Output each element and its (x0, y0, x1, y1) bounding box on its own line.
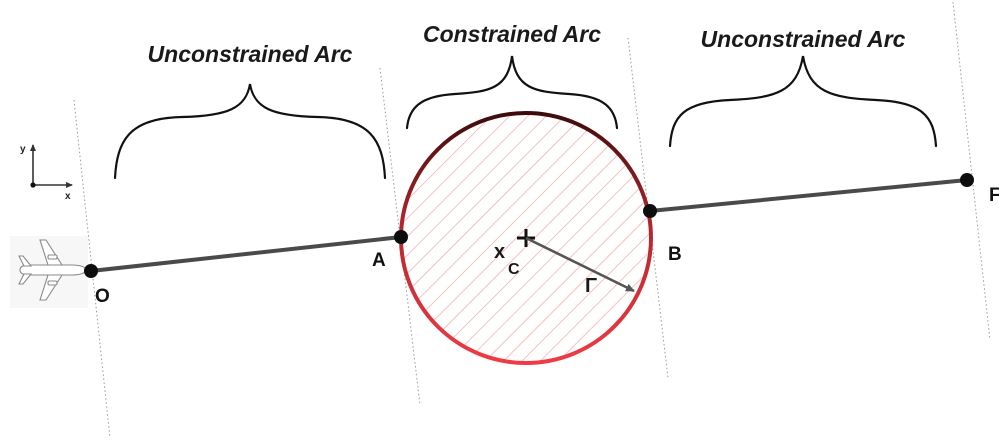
axes-origin-dot (30, 182, 36, 188)
brace-left (113, 83, 387, 180)
airplane-icon-tail-upper (18, 255, 33, 267)
point-f (960, 173, 974, 187)
trajectory-points (84, 173, 974, 278)
center-subscript: C (508, 261, 520, 278)
arc-title-right: Unconstrained Arc (701, 26, 906, 52)
label-origin: O (95, 286, 110, 307)
airplane-icon (10, 236, 88, 308)
segment-dividers (73, 1, 991, 439)
arc-title-left: Unconstrained Arc (148, 41, 353, 67)
airplane-icon-engine-lower (47, 280, 58, 286)
radius-label: Γ (585, 275, 597, 297)
point-b (643, 204, 657, 218)
point-origin (84, 264, 98, 278)
brace-right (668, 55, 938, 148)
obstacle-center: x C Γ (494, 229, 635, 297)
center-label: x (494, 241, 505, 263)
axes-indicator: y x (20, 144, 73, 202)
label-b: B (668, 244, 682, 265)
trajectory (89, 178, 969, 273)
divider-b (627, 37, 669, 379)
arc-title-middle: Constrained Arc (423, 21, 601, 47)
divider-a (379, 67, 421, 406)
y-axis-label: y (20, 144, 26, 155)
radius-arrow (525, 236, 635, 293)
arc-braces (113, 55, 938, 180)
x-axis-label: x (65, 191, 71, 202)
airplane-icon-engine-upper (47, 254, 58, 260)
divider-origin (73, 99, 111, 439)
brace-middle (405, 55, 619, 130)
divider-f (952, 1, 991, 341)
path-segment-bf (648, 178, 969, 213)
label-f: F (989, 185, 999, 206)
point-a (394, 230, 408, 244)
airplane-icon-tail-lower (18, 273, 33, 285)
label-a: A (372, 250, 386, 271)
path-segment-oa (89, 235, 403, 273)
